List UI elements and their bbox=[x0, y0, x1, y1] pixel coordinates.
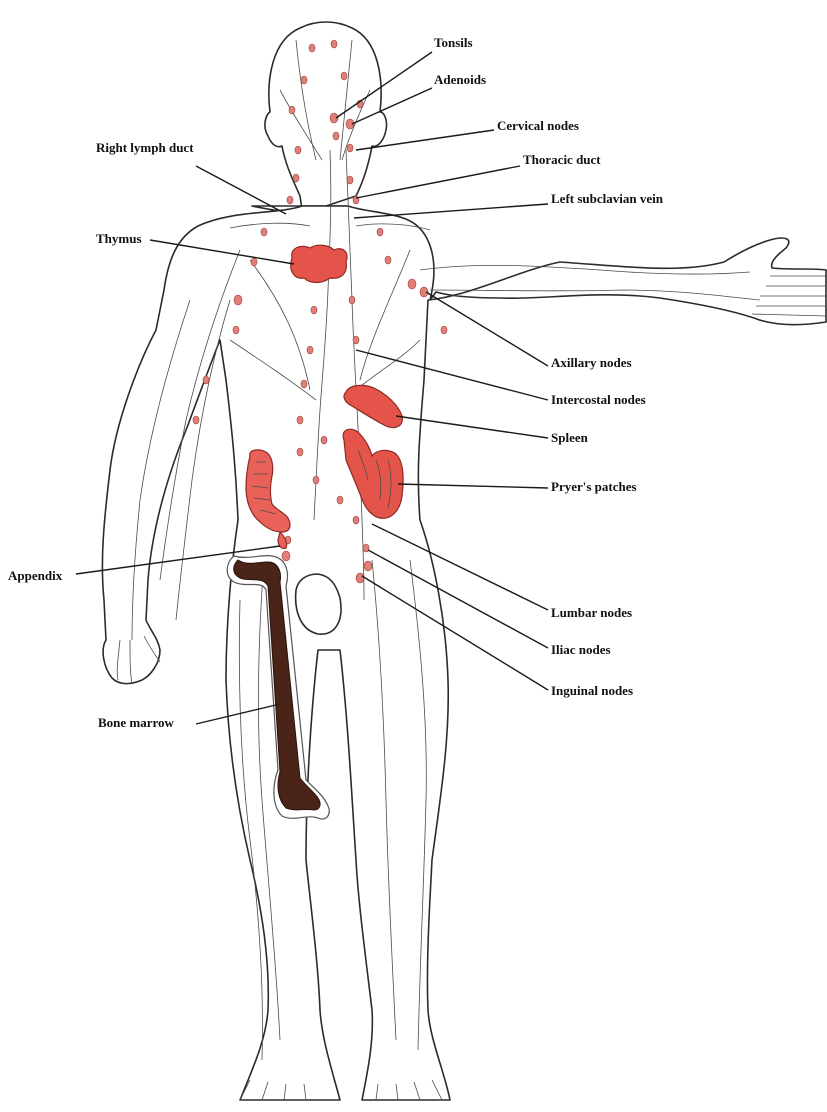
inguinal-node bbox=[364, 561, 372, 571]
leader-left-subclavian-vein bbox=[354, 204, 548, 218]
label-inguinal-nodes: Inguinal nodes bbox=[551, 683, 633, 698]
node bbox=[233, 326, 239, 334]
node bbox=[321, 436, 327, 444]
thymus-organ bbox=[291, 245, 347, 282]
node bbox=[385, 256, 391, 264]
node bbox=[289, 106, 295, 114]
label-peyers-patches: Pryer's patches bbox=[551, 479, 637, 494]
inguinal-node bbox=[282, 551, 290, 561]
label-right-lymph-duct: Right lymph duct bbox=[96, 140, 194, 155]
label-lumbar-nodes: Lumbar nodes bbox=[551, 605, 632, 620]
node bbox=[295, 146, 301, 154]
label-adenoids: Adenoids bbox=[434, 72, 486, 87]
node bbox=[331, 40, 337, 48]
node bbox=[377, 228, 383, 236]
label-spleen: Spleen bbox=[551, 430, 589, 445]
label-iliac-nodes: Iliac nodes bbox=[551, 642, 611, 657]
leader-right-lymph-duct bbox=[196, 166, 286, 214]
lumbar-node bbox=[337, 496, 343, 504]
node bbox=[193, 416, 199, 424]
inguinal-node bbox=[356, 573, 364, 583]
node bbox=[251, 258, 257, 266]
node bbox=[261, 228, 267, 236]
node bbox=[341, 72, 347, 80]
label-thymus: Thymus bbox=[96, 231, 142, 246]
intercostal-node bbox=[307, 346, 313, 354]
node bbox=[203, 376, 209, 384]
node bbox=[301, 76, 307, 84]
label-intercostal-nodes: Intercostal nodes bbox=[551, 392, 646, 407]
label-cervical-nodes: Cervical nodes bbox=[497, 118, 579, 133]
label-thoracic-duct: Thoracic duct bbox=[523, 152, 601, 167]
intercostal-node bbox=[353, 336, 359, 344]
node bbox=[347, 176, 353, 184]
intercostal-node bbox=[349, 296, 355, 304]
intercostal-node bbox=[311, 306, 317, 314]
axillary-node bbox=[234, 295, 242, 305]
label-tonsils: Tonsils bbox=[434, 35, 473, 50]
label-bone-marrow: Bone marrow bbox=[98, 715, 175, 730]
node bbox=[309, 44, 315, 52]
node bbox=[293, 174, 299, 182]
label-axillary-nodes: Axillary nodes bbox=[551, 355, 632, 370]
lumbar-node bbox=[353, 516, 359, 524]
label-appendix: Appendix bbox=[8, 568, 63, 583]
node bbox=[347, 144, 353, 152]
label-left-subclavian-vein: Left subclavian vein bbox=[551, 191, 664, 206]
node bbox=[441, 326, 447, 334]
leader-thoracic-duct bbox=[356, 166, 520, 198]
intercostal-node bbox=[301, 380, 307, 388]
node bbox=[297, 448, 303, 456]
lumbar-node bbox=[313, 476, 319, 484]
axillary-node bbox=[408, 279, 416, 289]
node bbox=[287, 196, 293, 204]
node bbox=[297, 416, 303, 424]
node bbox=[333, 132, 339, 140]
leader-peyers-patches bbox=[398, 484, 548, 488]
body-outline bbox=[102, 22, 826, 1100]
body-silhouette bbox=[102, 206, 826, 1100]
